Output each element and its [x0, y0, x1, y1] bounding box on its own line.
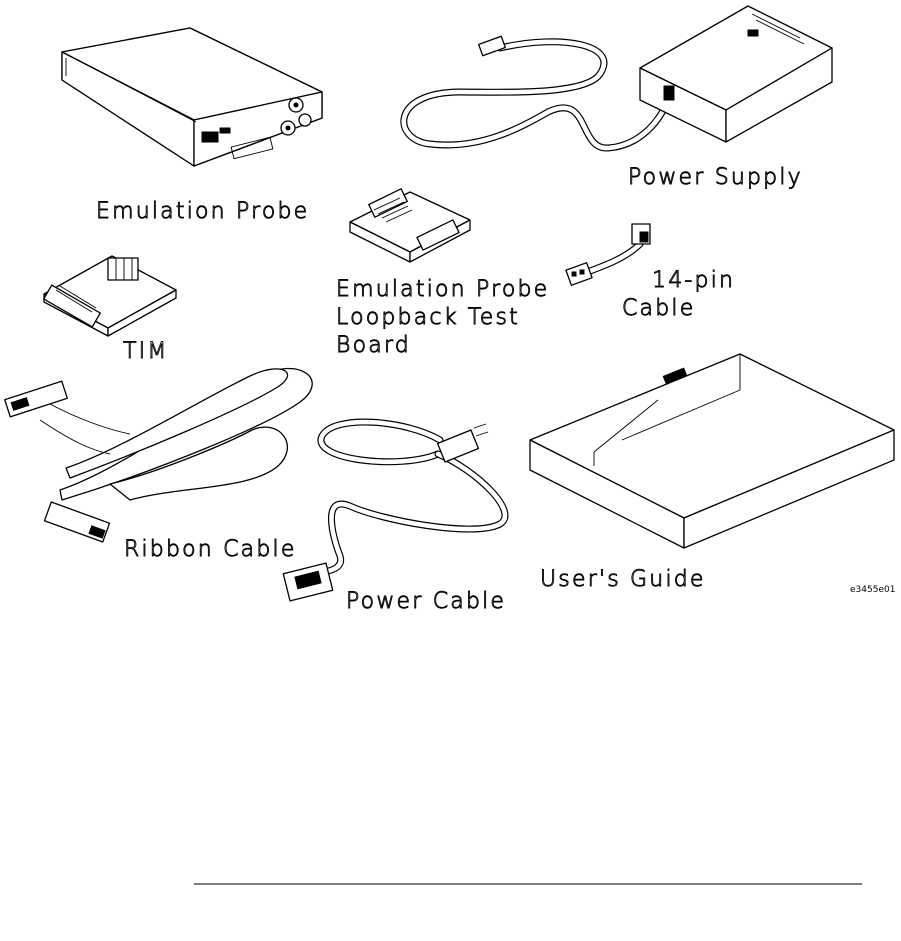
figure-code: e3455e01 — [850, 585, 895, 595]
fourteen-pin-label-line2: Cable — [622, 296, 695, 321]
loopback-label-line3: Board — [336, 333, 411, 358]
ribbon-cable-label: Ribbon Cable — [124, 537, 297, 562]
loopback-label-line2: Loopback Test — [336, 305, 520, 330]
loopback-board-illustration — [349, 188, 471, 263]
power-cable-illustration — [282, 418, 509, 602]
tim-label: TIM — [123, 339, 169, 364]
fourteen-pin-label-line1: 14-pin — [652, 268, 735, 293]
power-cable-label: Power Cable — [346, 589, 506, 614]
power-supply-label: Power Supply — [628, 165, 803, 190]
loopback-label-line1: Emulation Probe — [336, 277, 549, 302]
fourteen-pin-cable-illustration — [565, 223, 651, 286]
emulation-probe-label: Emulation Probe — [96, 199, 309, 224]
emulation-probe-illustration — [61, 27, 323, 167]
users-guide-label: User's Guide — [540, 567, 706, 592]
tim-illustration — [43, 255, 177, 337]
users-guide-illustration — [529, 353, 895, 549]
power-supply-illustration — [400, 5, 833, 152]
ribbon-cable-illustration — [4, 367, 313, 543]
